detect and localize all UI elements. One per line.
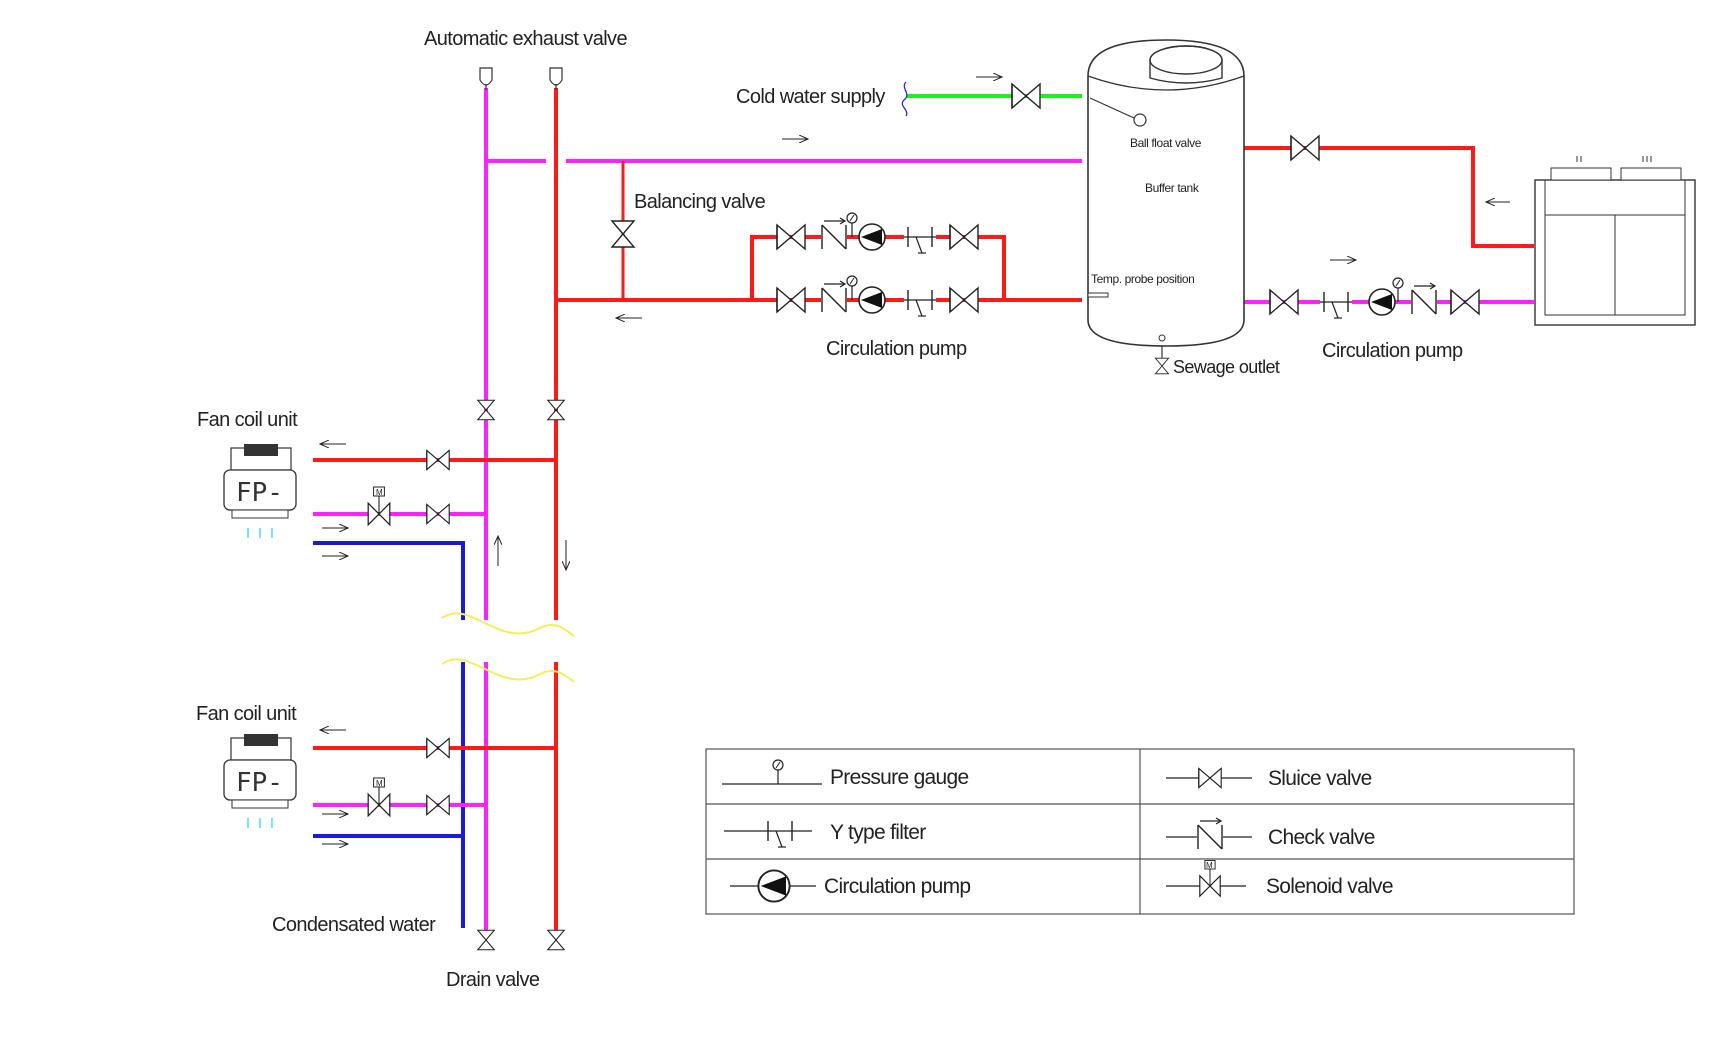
solenoid-mark: M: [376, 488, 383, 497]
fan-coil-unit-2: [223, 734, 297, 828]
legend-label: Solenoid valve: [1266, 875, 1393, 898]
legend-label: Sluice valve: [1268, 767, 1372, 790]
buffer-tank: [1087, 39, 1245, 375]
pump-train-heatpump: [1269, 277, 1480, 319]
solenoid-mark: M: [1206, 861, 1213, 870]
label-condensated: Condensated water: [272, 914, 436, 936]
legend-solenoid-valve-icon: [1166, 859, 1246, 897]
fan-coil-unit-1: [223, 444, 297, 538]
sewage-valve-icon: [1154, 357, 1170, 375]
legend-table: Pressure gauge Sluice valve Y type filte…: [705, 748, 1575, 915]
balancing-valve-icon: [611, 220, 635, 248]
label-cold-water: Cold water supply: [736, 86, 885, 108]
sluice-valve-icon: [426, 449, 450, 471]
heatpump-supply-pipe: [1236, 146, 1534, 248]
sluice-valve-icon: [477, 399, 495, 421]
pump-train-upper: [776, 212, 979, 254]
legend-label: Check valve: [1268, 826, 1375, 849]
label-fan-coil-2: Fan coil unit: [196, 703, 297, 725]
label-buffer-tank: Buffer tank: [1145, 181, 1200, 195]
water-inlet-icon: [901, 81, 908, 117]
label-ball-float: Ball float valve: [1130, 136, 1202, 150]
label-circ-pump-right: Circulation pump: [1322, 340, 1463, 362]
label-circ-pump-left: Circulation pump: [826, 338, 967, 360]
legend-circulation-pump-icon: [730, 869, 816, 903]
pipe-break-mark: [440, 612, 575, 683]
sluice-valve-icon: [1011, 83, 1041, 109]
label-fp-2: FP-: [236, 768, 283, 798]
exhaust-valve-icon: [549, 67, 563, 90]
flow-arrows: [320, 77, 1510, 844]
legend-check-valve-icon: [1166, 817, 1252, 850]
label-auto-exhaust: Automatic exhaust valve: [424, 28, 627, 50]
diagram-labels: Automatic exhaust valve Cold water suppl…: [196, 28, 1464, 991]
legend-label: Circulation pump: [824, 875, 970, 898]
label-balancing-valve: Balancing valve: [634, 191, 766, 213]
label-sewage: Sewage outlet: [1173, 357, 1280, 377]
legend-pressure-gauge-icon: [722, 759, 822, 785]
exhaust-valve-icon: [479, 67, 493, 90]
label-drain-valve: Drain valve: [446, 969, 540, 991]
sluice-valve-icon: [426, 503, 450, 525]
legend-sluice-valve-icon: [1166, 767, 1252, 789]
drain-valve-icon: [477, 929, 495, 951]
sluice-valve-icon: [426, 737, 450, 759]
legend-label: Pressure gauge: [830, 766, 968, 789]
label-temp-probe: Temp. probe position: [1091, 272, 1194, 286]
drain-valve-icon: [547, 929, 565, 951]
sluice-valve-icon: [1290, 135, 1320, 161]
sluice-valve-icon: [426, 794, 450, 816]
temp-probe-icon: [1087, 292, 1109, 298]
label-fan-coil-1: Fan coil unit: [197, 409, 298, 431]
solenoid-mark: M: [376, 779, 383, 788]
label-fp-1: FP-: [236, 478, 283, 508]
legend-label: Y type filter: [830, 821, 926, 844]
pump-train-lower: [776, 275, 979, 317]
fcu1-condensate-pipe: [313, 541, 465, 620]
ball-float-icon: [1133, 113, 1147, 127]
heat-pump-unit: [1534, 156, 1696, 326]
sluice-valve-icon: [547, 399, 565, 421]
legend-y-filter-icon: [724, 818, 812, 848]
